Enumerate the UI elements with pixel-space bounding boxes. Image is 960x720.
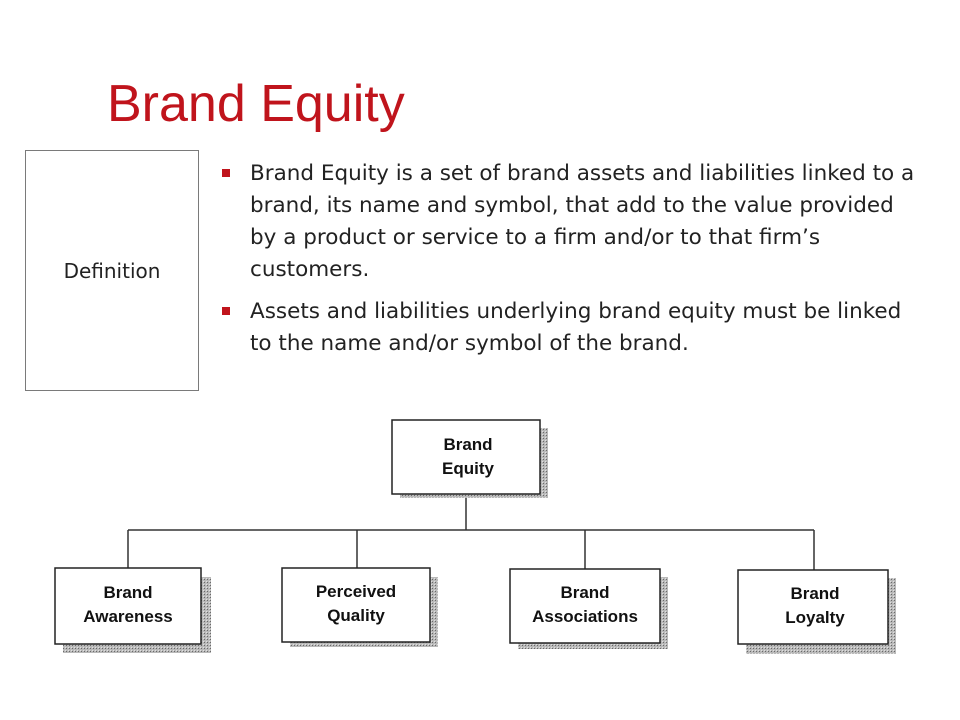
- child-node: Brand Loyalty: [737, 569, 896, 654]
- slide-title: Brand Equity: [107, 75, 405, 133]
- bullet-text: Assets and liabilities underlying brand …: [250, 299, 902, 356]
- node-label: Loyalty: [785, 608, 845, 627]
- child-node: Brand Awareness: [54, 567, 211, 653]
- node-label: Brand: [443, 435, 492, 454]
- square-bullet-icon: [222, 169, 230, 177]
- node-label: Associations: [532, 607, 638, 626]
- node-box: [509, 568, 661, 644]
- child-node: Perceived Quality: [281, 567, 438, 647]
- definition-box: Definition: [25, 150, 199, 391]
- child-node: Brand Associations: [509, 568, 668, 649]
- brand-equity-diagram: Brand Equity Brand Awareness Perceived Q…: [54, 419, 896, 654]
- bullet-item: Brand Equity is a set of brand assets an…: [222, 158, 922, 286]
- node-label: Equity: [442, 459, 494, 478]
- node-label: Brand: [103, 583, 152, 602]
- node-label: Perceived: [316, 582, 396, 601]
- bullet-list: Brand Equity is a set of brand assets an…: [222, 158, 922, 370]
- node-label: Brand: [790, 584, 839, 603]
- node-box: [281, 567, 431, 643]
- root-node: Brand Equity: [391, 419, 548, 498]
- bullet-item: Assets and liabilities underlying brand …: [222, 296, 922, 360]
- node-label: Brand: [560, 583, 609, 602]
- node-box: [54, 567, 202, 645]
- bullet-text: Brand Equity is a set of brand assets an…: [250, 161, 915, 282]
- node-box: [391, 419, 541, 495]
- node-label: Awareness: [83, 607, 172, 626]
- node-box: [737, 569, 889, 645]
- node-label: Quality: [327, 606, 385, 625]
- definition-label: Definition: [63, 258, 161, 283]
- square-bullet-icon: [222, 307, 230, 315]
- connector-lines: [127, 495, 815, 570]
